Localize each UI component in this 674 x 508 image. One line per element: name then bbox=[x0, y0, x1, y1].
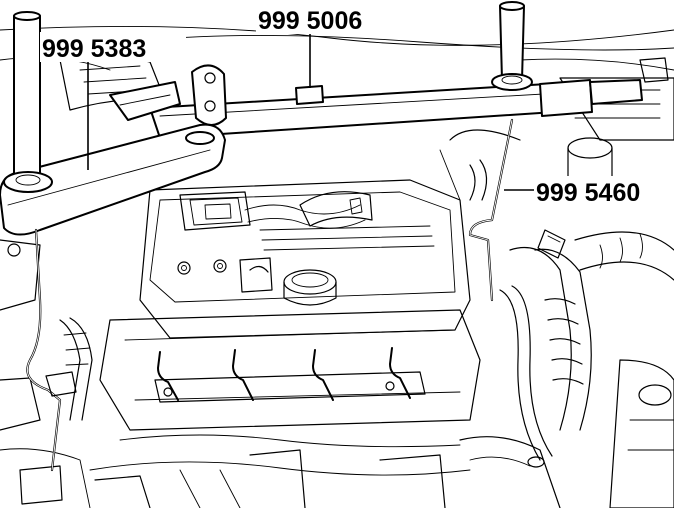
left-wire-hook bbox=[26, 228, 77, 472]
label-999-5460: 999 5460 bbox=[536, 179, 640, 207]
tool-labels: 999 5383 999 5006 999 5460 bbox=[40, 4, 674, 207]
label-999-5006: 999 5006 bbox=[258, 7, 362, 35]
label-999-5383: 999 5383 bbox=[42, 35, 146, 63]
label-bg-5383 bbox=[40, 32, 186, 62]
tool-999-5383-arm bbox=[0, 11, 227, 236]
right-wire-hook-999-5460 bbox=[468, 118, 514, 302]
label-bg-5460 bbox=[534, 176, 674, 206]
tool-999-5006-bar bbox=[149, 1, 643, 139]
label-leaders bbox=[87, 34, 534, 191]
label-bg-5006 bbox=[256, 4, 400, 34]
